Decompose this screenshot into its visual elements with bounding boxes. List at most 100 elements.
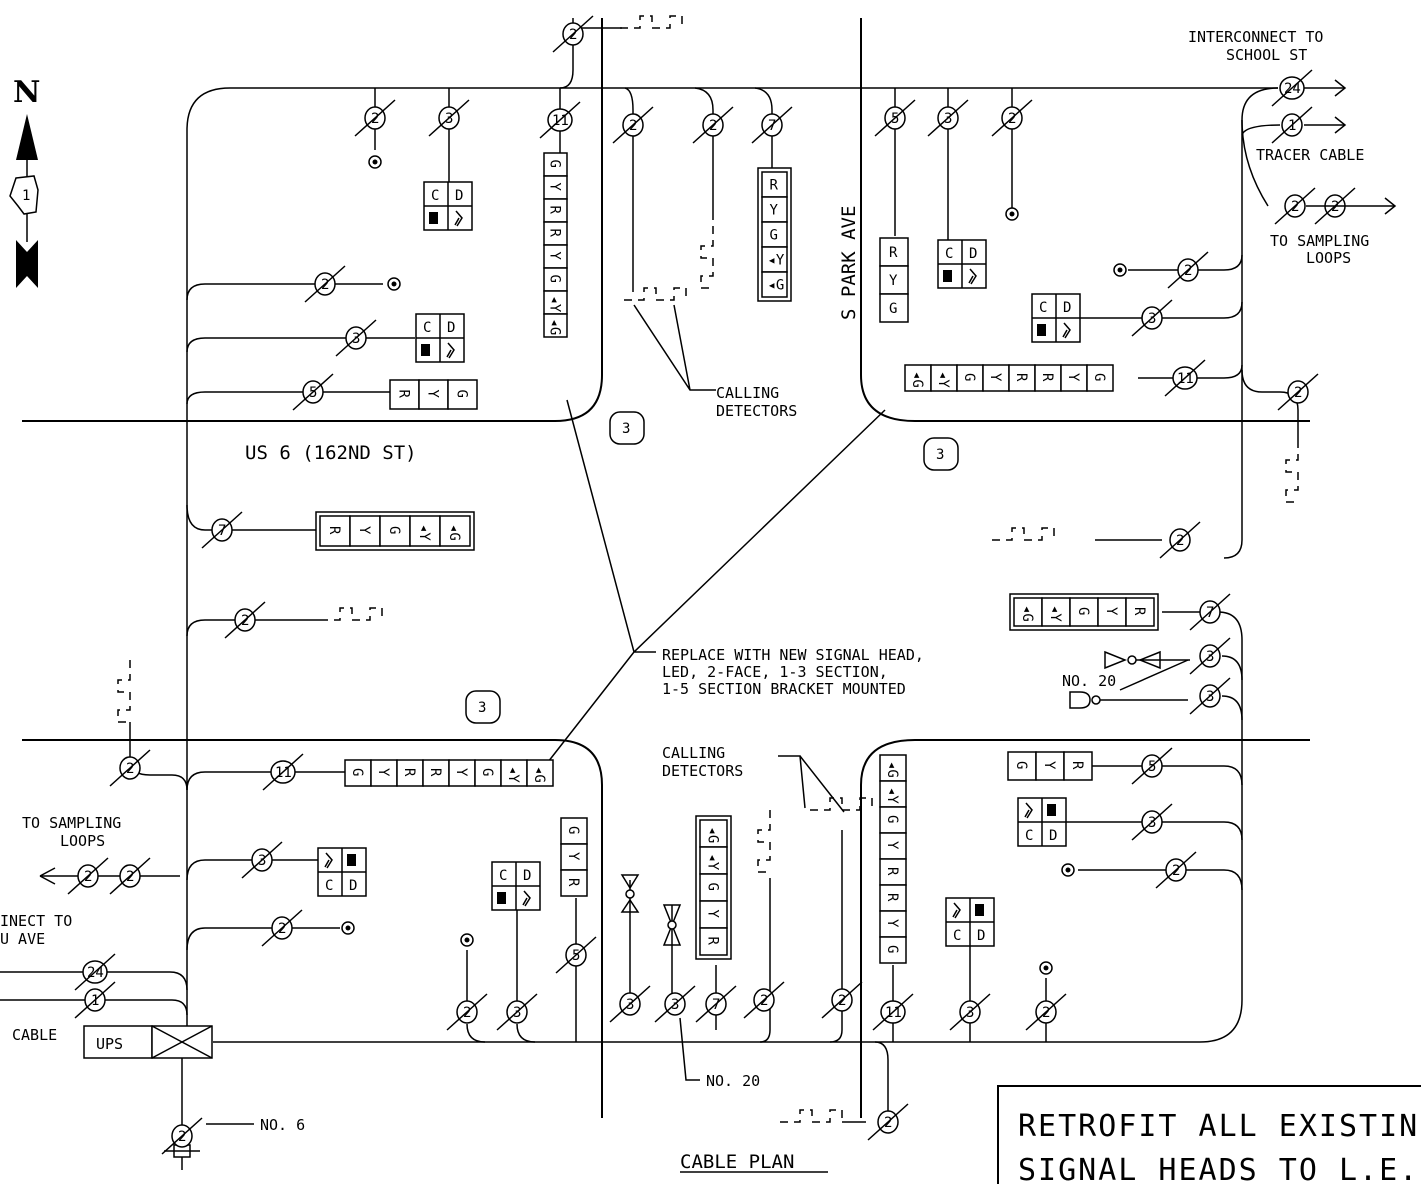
loop-detector-icon — [1113, 263, 1127, 277]
svg-text:1: 1 — [91, 993, 99, 1009]
cable-count-marker: 11 — [539, 101, 581, 139]
svg-text:11: 11 — [885, 1005, 902, 1021]
svg-text:◂Y: ◂Y — [935, 371, 951, 388]
cable-count-marker: 3 — [241, 841, 283, 879]
svg-text:3: 3 — [352, 331, 360, 347]
svg-text:2: 2 — [1042, 1005, 1050, 1021]
svg-text:◂G: ◂G — [547, 319, 563, 336]
cable-count-marker: 7 — [695, 985, 737, 1023]
detector-lead-in-icon — [992, 527, 1055, 541]
svg-text:Y: Y — [987, 373, 1003, 382]
cable-count-marker: 3 — [1189, 677, 1231, 715]
retrofit-note-box: RETROFIT ALL EXISTIN SIGNAL HEADS TO L.E… — [997, 1085, 1421, 1184]
svg-text:1: 1 — [22, 188, 30, 204]
cable-count-marker: 2 — [552, 15, 594, 53]
svg-text:2: 2 — [84, 869, 92, 885]
svg-text:DETECTORS: DETECTORS — [662, 762, 743, 780]
svg-text:C: C — [499, 868, 507, 884]
svg-text:7: 7 — [768, 118, 776, 134]
svg-text:3: 3 — [936, 447, 944, 463]
detector-lead-in-icon — [810, 797, 873, 811]
road-label-us6: US 6 (162ND ST) — [245, 442, 417, 464]
svg-text:3: 3 — [513, 1005, 521, 1021]
svg-text:2: 2 — [126, 869, 134, 885]
detector-lead-in-icon — [320, 607, 383, 621]
svg-text:7: 7 — [712, 997, 720, 1013]
svg-text:G: G — [884, 945, 900, 953]
no20-label-e: NO. 20 — [1062, 672, 1116, 690]
svg-text:3: 3 — [478, 700, 486, 716]
svg-text:Y: Y — [547, 183, 563, 192]
no6-label: NO. 6 — [260, 1116, 305, 1134]
cable-count-marker: 2 — [224, 601, 266, 639]
sampling-note-ne: TO SAMPLING LOOPS — [1270, 232, 1369, 267]
svg-text:D: D — [455, 188, 463, 204]
svg-text:◂Y: ◂Y — [1047, 605, 1063, 622]
detector-lead-in-icon — [700, 226, 714, 289]
svg-text:Y: Y — [889, 273, 898, 289]
svg-text:2: 2 — [838, 993, 846, 1009]
svg-text:G: G — [1013, 761, 1029, 769]
svg-text:R: R — [547, 229, 563, 238]
svg-text:C: C — [1039, 300, 1047, 316]
svg-text:Y: Y — [453, 768, 469, 777]
svg-text:G: G — [386, 526, 402, 534]
loop-detector-icon — [460, 933, 474, 947]
cable-count-marker: 2 — [692, 106, 734, 144]
no20-label-s: NO. 20 — [706, 1072, 760, 1090]
svg-text:3: 3 — [1148, 311, 1156, 327]
svg-text:◂Y: ◂Y — [416, 524, 432, 541]
svg-text:G: G — [705, 883, 721, 891]
svg-text:G: G — [547, 160, 563, 168]
svg-text:G: G — [1091, 373, 1107, 381]
svg-text:◂Y: ◂Y — [505, 766, 521, 783]
svg-text:5: 5 — [1148, 759, 1156, 775]
cable-count-marker: 3 — [1131, 803, 1173, 841]
svg-text:CALLING: CALLING — [662, 744, 725, 762]
svg-text:2: 2 — [126, 761, 134, 777]
detector-lead-in-icon — [1285, 440, 1299, 503]
svg-text:2: 2 — [371, 111, 379, 127]
cable-count-marker: 5 — [1131, 747, 1173, 785]
svg-text:R: R — [1013, 373, 1029, 382]
svg-text:◂G: ◂G — [531, 766, 547, 783]
svg-text:3: 3 — [622, 421, 630, 437]
cable-count-marker: 2 — [1274, 187, 1316, 225]
interconnect-note-sw: INECT TO U AVE — [0, 912, 72, 948]
svg-text:◂Y: ◂Y — [884, 787, 900, 804]
calling-detectors-note-s: CALLING DETECTORS — [662, 744, 845, 813]
svg-text:Y: Y — [375, 768, 391, 777]
svg-text:R: R — [565, 878, 581, 887]
svg-text:C: C — [431, 188, 439, 204]
cable-count-marker: 2 — [743, 981, 785, 1019]
svg-text:3: 3 — [626, 997, 634, 1013]
svg-text:◂G: ◂G — [909, 371, 925, 388]
svg-text:G: G — [454, 390, 470, 398]
tracer-cable-label: TRACER CABLE — [1256, 146, 1364, 164]
loop-detector-icon — [387, 277, 401, 291]
svg-text:11: 11 — [552, 113, 569, 129]
loop-detector-icon — [1005, 207, 1019, 221]
svg-text:R: R — [1131, 607, 1147, 616]
cable-count-marker: 2 — [1155, 851, 1197, 889]
cable-count-marker: 7 — [1189, 593, 1231, 631]
cable-count-marker: 2 — [1277, 373, 1319, 411]
svg-text:G: G — [889, 301, 897, 317]
svg-text:R: R — [427, 768, 443, 777]
svg-text:SCHOOL ST: SCHOOL ST — [1226, 46, 1307, 64]
svg-text:Y: Y — [565, 852, 581, 861]
cable-count-marker: 24 — [1271, 69, 1313, 107]
cable-count-marker: 2 — [867, 1103, 909, 1141]
svg-text:Y: Y — [356, 526, 372, 535]
svg-text:2: 2 — [569, 27, 577, 43]
